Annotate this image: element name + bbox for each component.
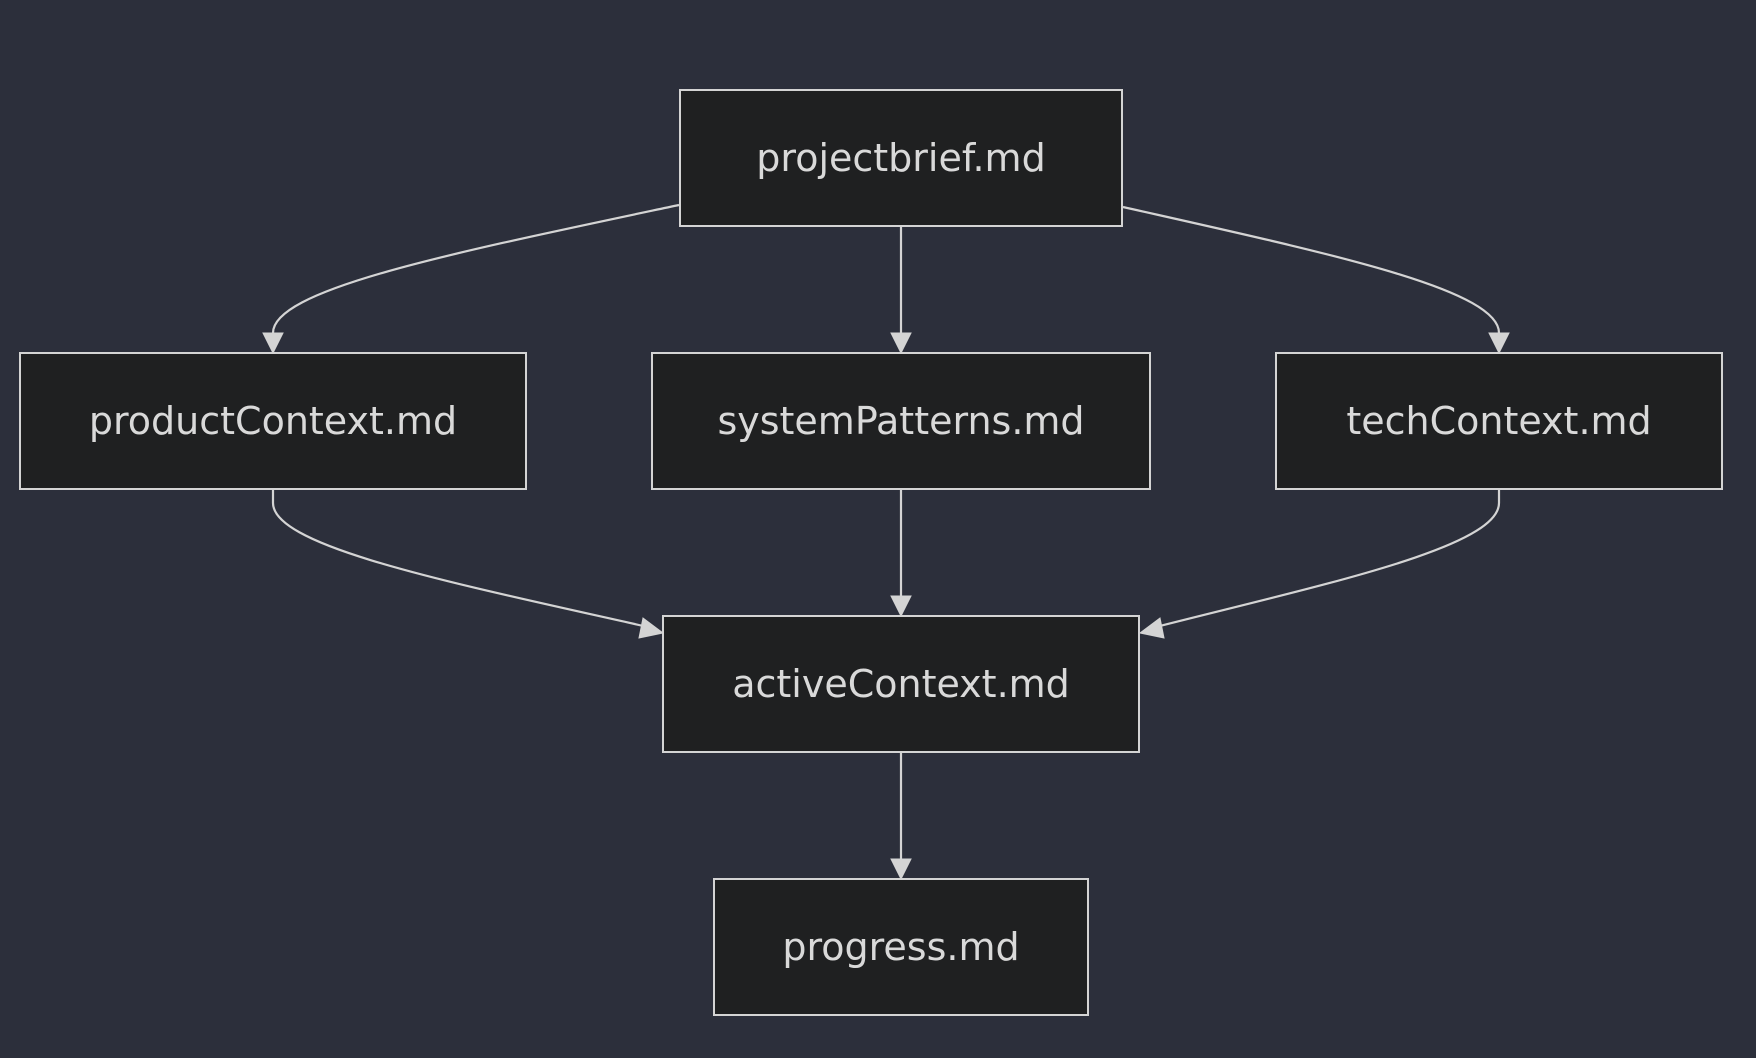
node-activecontext[interactable]: activeContext.md	[662, 615, 1140, 753]
node-projectbrief[interactable]: projectbrief.md	[679, 89, 1123, 227]
arrowhead-productcontext-to-activecontext	[638, 617, 665, 639]
arrowhead-projectbrief-to-systempatterns	[890, 332, 912, 355]
node-progress-box	[713, 878, 1089, 1016]
node-systempatterns[interactable]: systemPatterns.md	[651, 352, 1151, 490]
edge-projectbrief-to-productcontext	[271, 203, 680, 340]
node-systempatterns-box	[651, 352, 1151, 490]
node-techcontext-label: techContext.md	[1346, 399, 1651, 443]
node-productcontext-box	[19, 352, 527, 490]
node-progress[interactable]: progress.md	[713, 878, 1089, 1016]
arrowhead-projectbrief-to-techcontext	[1488, 332, 1510, 355]
node-techcontext[interactable]: techContext.md	[1275, 352, 1723, 490]
node-projectbrief-box	[679, 89, 1123, 227]
arrowhead-projectbrief-to-productcontext	[262, 332, 284, 355]
node-projectbrief-label: projectbrief.md	[756, 136, 1045, 180]
edge-productcontext-to-activecontext	[271, 490, 649, 629]
nodes-layer: projectbrief.md productContext.md system…	[19, 89, 1723, 1016]
edge-techcontext-to-activecontext	[1155, 490, 1501, 629]
arrowhead-systempatterns-to-activecontext	[890, 595, 912, 618]
node-productcontext[interactable]: productContext.md	[19, 352, 527, 490]
node-techcontext-box	[1275, 352, 1723, 490]
arrowhead-techcontext-to-activecontext	[1138, 617, 1165, 639]
edges-layer	[262, 203, 1510, 881]
edge-projectbrief-to-techcontext	[1122, 205, 1501, 340]
node-activecontext-box	[662, 615, 1140, 753]
node-activecontext-label: activeContext.md	[732, 662, 1070, 706]
node-systempatterns-label: systemPatterns.md	[717, 399, 1084, 443]
node-progress-label: progress.md	[782, 925, 1019, 969]
node-productcontext-label: productContext.md	[89, 399, 457, 443]
arrowhead-activecontext-to-progress	[890, 858, 912, 881]
